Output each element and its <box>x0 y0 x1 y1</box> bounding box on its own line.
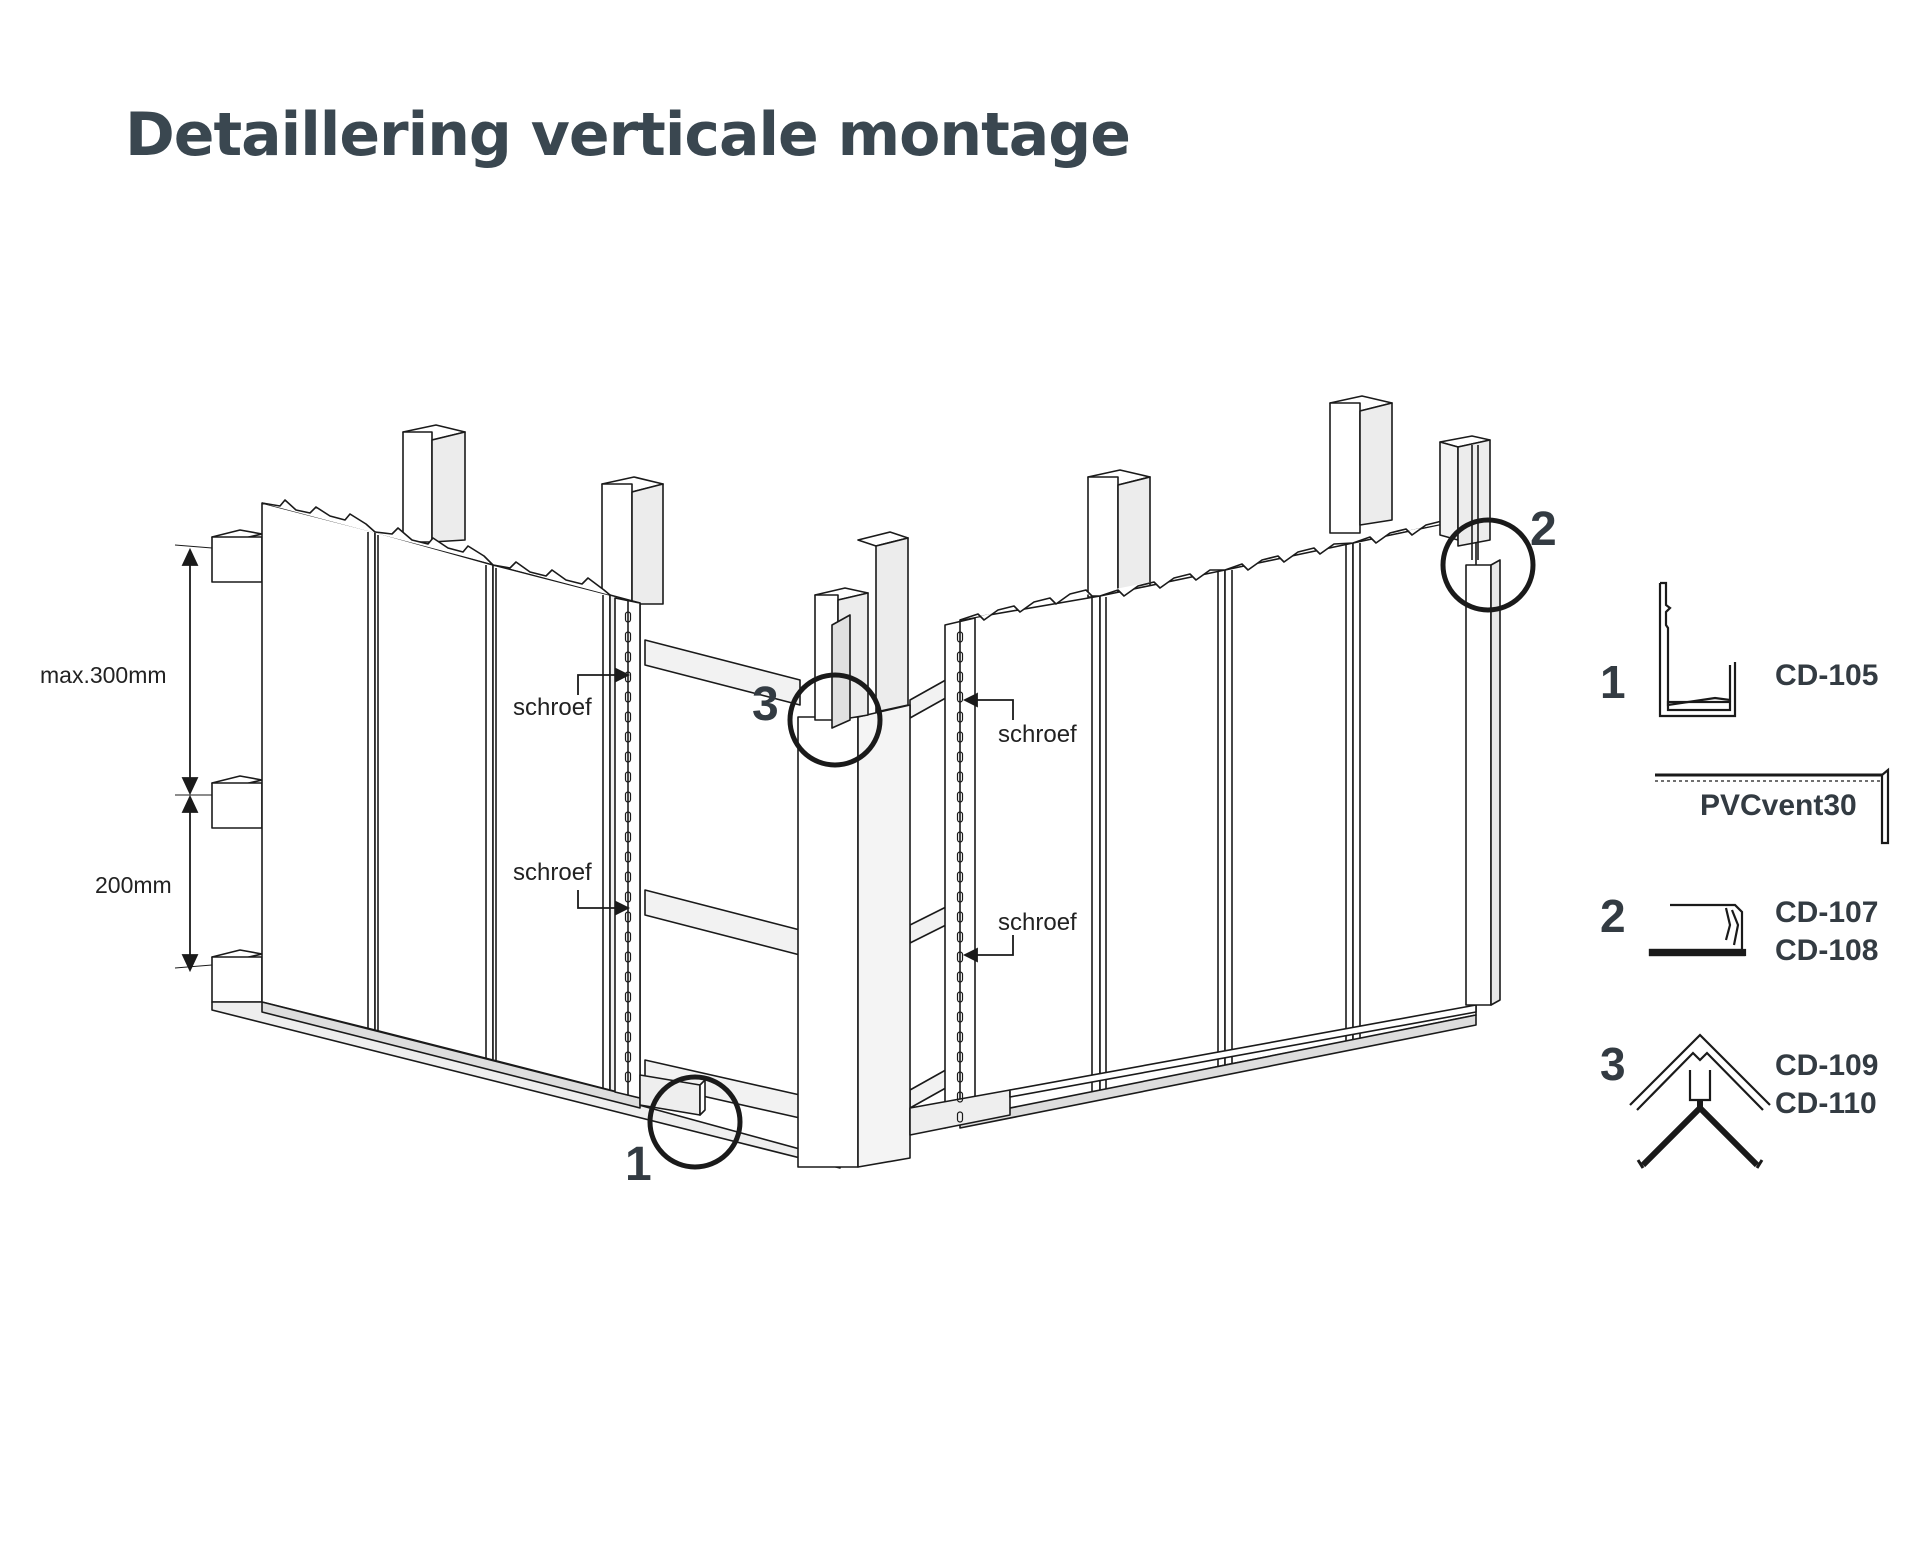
batten-post-2 <box>601 476 664 605</box>
perforation-slot <box>624 931 632 943</box>
perforation-slot <box>956 751 964 763</box>
screw-label: schroef <box>513 859 592 886</box>
perforation-slot <box>624 971 632 983</box>
perforation-slot <box>624 951 632 963</box>
perforation-slot <box>956 711 964 723</box>
perforation-slot <box>624 811 632 823</box>
dimension-label-top: max.300mm <box>40 662 167 688</box>
perforation-slot <box>624 1071 632 1083</box>
perforation-slot <box>956 951 964 963</box>
callout-number-3: 3 <box>752 678 779 731</box>
perforation-slot <box>624 791 632 803</box>
screw-leaders <box>577 667 1014 963</box>
perforation-slot <box>956 971 964 983</box>
perforation-slot <box>956 731 964 743</box>
perforation-slot <box>624 751 632 763</box>
perforation-slot <box>624 991 632 1003</box>
outer-corner-block <box>797 531 911 1168</box>
horizontal-batten-left <box>211 529 841 1169</box>
perforation-slot <box>624 771 632 783</box>
screw-label: schroef <box>998 909 1077 936</box>
callout-circle-2 <box>1440 517 1536 613</box>
screw-label: schroef <box>513 694 592 721</box>
perforation-slot <box>624 691 632 703</box>
perforation-slot <box>624 1031 632 1043</box>
perforation-slot <box>624 851 632 863</box>
perforation-slot <box>624 711 632 723</box>
right-edge-profile <box>944 617 976 1129</box>
callout-circle-3 <box>787 672 883 768</box>
legend-number-3: 3 <box>1600 1038 1626 1090</box>
perforation-slot <box>956 1071 964 1083</box>
left-wall-panels <box>261 499 641 1109</box>
perforation-slot <box>956 791 964 803</box>
perforation-slot <box>624 871 632 883</box>
perforation-slot <box>956 891 964 903</box>
callout-circles <box>647 517 1536 1170</box>
batten-post-1 <box>402 424 466 543</box>
perforation-slot <box>624 891 632 903</box>
perforation-slot <box>624 831 632 843</box>
perforation-slot <box>624 911 632 923</box>
page-title: Detaillering verticale montage <box>125 100 1131 170</box>
perforation-slot <box>624 631 632 643</box>
legend-number-2: 2 <box>1600 890 1626 942</box>
perforation-slot <box>956 651 964 663</box>
perforation-slot <box>624 611 632 623</box>
legend-code-cd105: CD-105 <box>1775 659 1878 692</box>
perforation-slot <box>956 851 964 863</box>
perforation-slot <box>956 631 964 643</box>
right-wall-panels <box>959 516 1477 1129</box>
screw-label: schroef <box>998 721 1077 748</box>
callout-circle-1 <box>647 1074 743 1170</box>
perforation-slot <box>956 1011 964 1023</box>
profile-pvcvent30-icon <box>1655 767 1890 845</box>
perforation-slot <box>624 1011 632 1023</box>
perforation-slot <box>956 811 964 823</box>
perforation-slot <box>956 691 964 703</box>
perforation-slot <box>956 671 964 683</box>
perforation-slot <box>956 831 964 843</box>
legend-profiles <box>1629 581 1890 1169</box>
perforation-slot <box>956 911 964 923</box>
perforation-slot <box>956 1111 964 1123</box>
perforation-slot <box>956 991 964 1003</box>
legend-number-1: 1 <box>1600 656 1626 708</box>
callout-number-2: 2 <box>1530 503 1557 556</box>
perforation-slot <box>624 1051 632 1063</box>
legend-code-cd110: CD-110 <box>1775 1087 1877 1120</box>
end-post-2 <box>1439 435 1501 1006</box>
profile-cd107-icon <box>1648 903 1747 957</box>
perforation-slot <box>956 931 964 943</box>
batten-post-4 <box>1329 395 1393 534</box>
callout-number-1: 1 <box>625 1138 652 1191</box>
perforation-slot <box>956 1031 964 1043</box>
perforation-slot <box>624 651 632 663</box>
batten-post-3 <box>1087 469 1151 598</box>
legend-code-cd107: CD-107 <box>1775 896 1878 929</box>
perforation-slot <box>956 771 964 783</box>
dimension-label-bottom: 200mm <box>95 872 172 898</box>
dimension-lines <box>174 544 213 973</box>
perforation-slot <box>624 731 632 743</box>
legend-code-pvcvent30: PVCvent30 <box>1700 789 1857 822</box>
perforation-slot <box>956 1051 964 1063</box>
profile-cd105-icon <box>1658 581 1737 718</box>
legend-code-cd109: CD-109 <box>1775 1049 1878 1082</box>
perforation-slot <box>956 1091 964 1103</box>
perforation-slot <box>956 871 964 883</box>
legend-code-cd108: CD-108 <box>1775 934 1878 967</box>
profile-cd109-icon <box>1629 1033 1771 1169</box>
